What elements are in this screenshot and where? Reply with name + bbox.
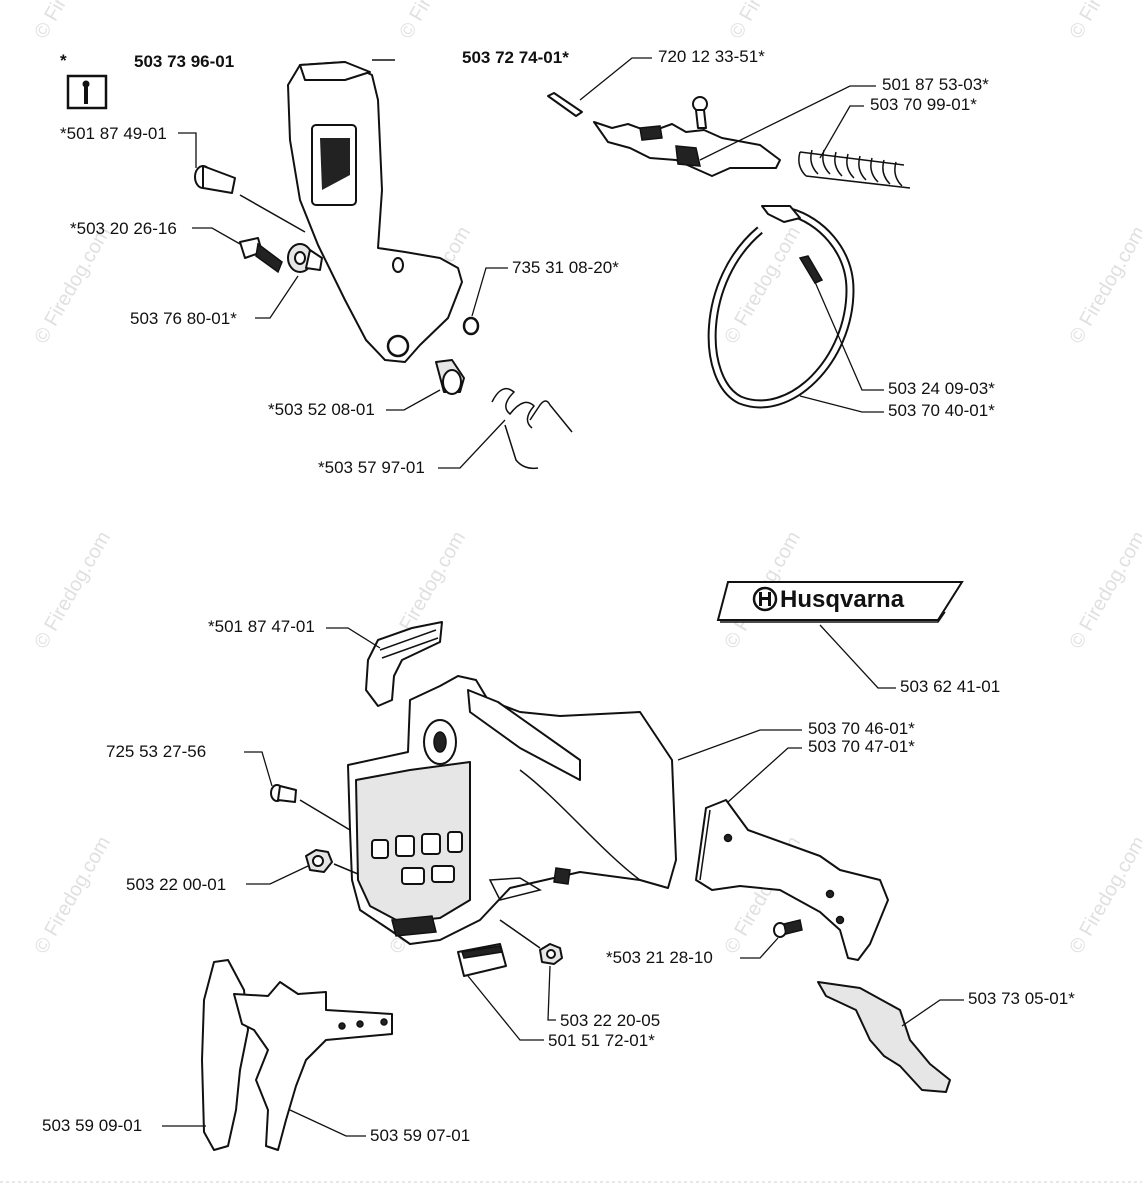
watermark: © Firedog.com [1065, 0, 1142, 43]
leader-503-70-99-01 [819, 105, 864, 159]
label-501-87-49-01: *501 87 49-01 [60, 124, 167, 143]
chain-brake-handle [287, 61, 463, 363]
label-501-87-47-01: *501 87 47-01 [208, 617, 315, 636]
watermark: © Firedog.com [30, 223, 115, 348]
assembly-line [299, 799, 351, 831]
leader-503-70-47-01 [727, 747, 802, 803]
label-503-24-09-03: 503 24 09-03* [888, 379, 995, 398]
leader-503-22-20-05 [547, 965, 556, 1021]
bracket-503-70-47-01 [695, 799, 889, 961]
leader-503-73-05-01 [901, 999, 964, 1027]
leader-725-53-27-56 [244, 751, 273, 787]
leader-503-70-46-01 [677, 729, 802, 761]
guard-plate-501-87-47-01 [365, 621, 443, 707]
pad-501-51-72-01 [457, 943, 507, 977]
watermark: © Firedog.com [395, 0, 480, 43]
screw-503-20-26-16 [239, 237, 283, 274]
bolt-501-87-49-01 [194, 165, 236, 194]
sleeve-503-52-08-01 [435, 359, 465, 395]
header-star: * [60, 51, 67, 70]
label-735-31-08-20: 735 31 08-20* [512, 258, 619, 277]
assembly-line [499, 919, 541, 949]
pin-720-12-33-51 [547, 92, 583, 117]
guide-plate-503-73-05-01 [817, 981, 951, 1093]
leader-503-24-09-03 [814, 281, 884, 391]
nut-503-76-80-01 [287, 243, 323, 273]
label-503-20-26-16: *503 20 26-16 [70, 219, 177, 238]
label-503-70-99-01: 503 70 99-01* [870, 95, 977, 114]
coil-spring-503-70-99-01 [798, 149, 911, 189]
watermark: © Firedog.com [725, 0, 810, 43]
leader-503-62-41-01 [819, 624, 896, 689]
screw-503-21-28-10 [773, 919, 803, 938]
label-501-87-53-03: 501 87 53-03* [882, 75, 989, 94]
nut-503-22-00-01 [305, 849, 333, 873]
label-720-12-33-51: 720 12 33-51* [658, 47, 765, 66]
watermark: © Firedog.com [30, 0, 115, 43]
label-503-21-28-10: *503 21 28-10 [606, 948, 713, 967]
label-503-73-05-01: 503 73 05-01* [968, 989, 1075, 1008]
watermark: © Firedog.com [30, 833, 115, 958]
watermark: © Firedog.com [1065, 833, 1142, 958]
ring-735-31-08-20 [462, 316, 480, 336]
watermark: © Firedog.com [1065, 528, 1142, 653]
clutch-cover [347, 675, 677, 945]
leader-503-22-00-01 [246, 865, 309, 885]
label-503-57-97-01: *503 57 97-01 [318, 458, 425, 477]
plate-503-59-09-01 [201, 959, 249, 1151]
leader-720-12-33-51 [579, 57, 652, 101]
leader-503-70-40-01 [799, 395, 884, 413]
label-503-59-09-01: 503 59 09-01 [42, 1116, 142, 1135]
nut-503-22-20-05 [539, 943, 563, 965]
label-501-51-72-01: 501 51 72-01* [548, 1031, 655, 1050]
brake-band-503-70-40-01 [707, 205, 855, 409]
assembly-line [333, 863, 359, 875]
label-503-62-41-01: 503 62 41-01 [900, 677, 1000, 696]
watermark: © Firedog.com [1065, 223, 1142, 348]
label-725-53-27-56: 725 53 27-56 [106, 742, 206, 761]
header-right-kit: 503 72 74-01* [462, 48, 569, 67]
leader-501-51-72-01 [467, 975, 544, 1041]
leader-503-52-08-01 [386, 389, 441, 411]
spring-503-57-97-01 [491, 387, 573, 470]
husqvarna-crown-h-icon [752, 586, 778, 612]
leader-735-31-08-20 [471, 267, 508, 317]
label-503-70-40-01: 503 70 40-01* [888, 401, 995, 420]
watermark: © Firedog.com [720, 223, 805, 348]
wrench-icon [66, 74, 108, 110]
leader-503-59-07-01 [289, 1109, 366, 1137]
label-503-70-46-01: 503 70 46-01* [808, 719, 915, 738]
husqvarna-decal: Husqvarna [716, 581, 964, 623]
leader-501-87-53-03 [699, 85, 876, 161]
screw-725-53-27-56 [270, 784, 297, 803]
label-503-59-07-01: 503 59 07-01 [370, 1126, 470, 1145]
label-503-70-47-01: 503 70 47-01* [808, 737, 915, 756]
brand-name: Husqvarna [780, 586, 905, 613]
label-503-22-00-01: 503 22 00-01 [126, 875, 226, 894]
brake-lever [593, 96, 781, 177]
watermark: © Firedog.com [30, 528, 115, 653]
label-503-52-08-01: *503 52 08-01 [268, 400, 375, 419]
leader-501-87-47-01 [326, 627, 381, 649]
leader-503-20-26-16 [192, 227, 241, 245]
leader-503-76-80-01 [255, 275, 299, 319]
header-left-kit: 503 73 96-01 [134, 52, 234, 71]
label-503-22-20-05: 503 22 20-05 [560, 1011, 660, 1030]
leader-503-57-97-01 [438, 419, 506, 469]
plate-503-59-07-01 [233, 981, 393, 1151]
leader-503-21-28-10 [740, 937, 779, 959]
assembly-line [239, 194, 306, 233]
leader-501-87-49-01 [178, 132, 197, 168]
label-503-76-80-01: 503 76 80-01* [130, 309, 237, 328]
